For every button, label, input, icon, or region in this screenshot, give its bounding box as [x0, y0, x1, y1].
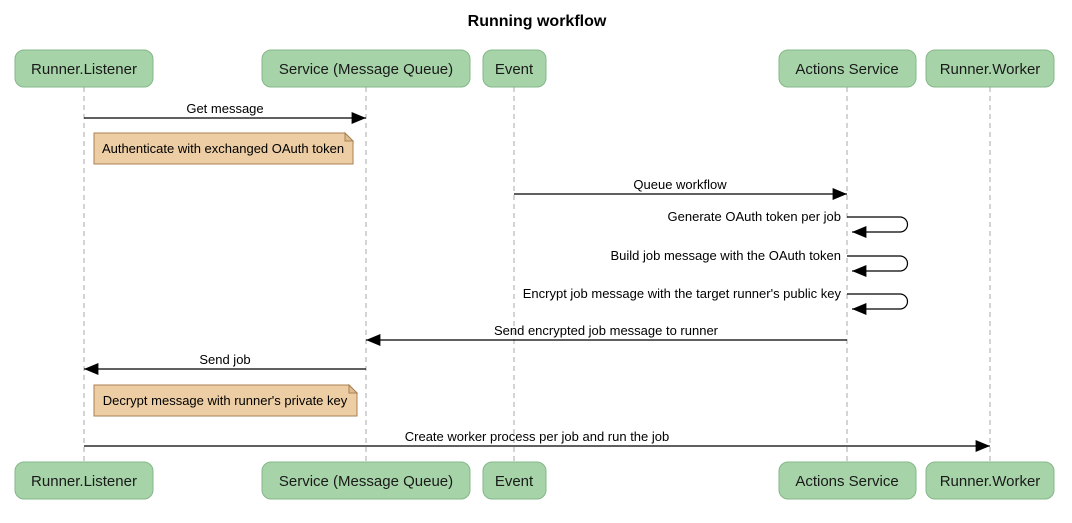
message-get-message: Get message — [84, 101, 366, 124]
note-box — [93, 384, 358, 417]
self-loop-arrow — [847, 216, 909, 238]
participant-label: Actions Service — [795, 473, 898, 490]
participant-top-runner-worker: Runner.Worker — [925, 49, 1055, 88]
participant-box — [482, 49, 547, 88]
participant-top-actions-service: Actions Service — [778, 49, 917, 88]
participant-top-runner-listener: Runner.Listener — [14, 49, 154, 88]
message-label: Send job — [199, 352, 250, 367]
message-send-encrypted-job: Send encrypted job message to runner — [366, 323, 847, 346]
message-label: Generate OAuth token per job — [668, 209, 841, 224]
message-label: Send encrypted job message to runner — [494, 323, 719, 338]
participant-box — [925, 49, 1055, 88]
message-label: Build job message with the OAuth token — [610, 248, 841, 263]
participant-box — [261, 461, 471, 500]
participant-label: Runner.Listener — [31, 473, 137, 490]
participant-bottom-runner-worker: Runner.Worker — [925, 461, 1055, 500]
participant-bottom-service-message-queue: Service (Message Queue) — [261, 461, 471, 500]
participant-label: Runner.Worker — [940, 61, 1041, 78]
self-message-build-job-message: Build job message with the OAuth token — [610, 248, 909, 277]
message-label: Encrypt job message with the target runn… — [523, 286, 842, 301]
participant-box — [925, 461, 1055, 500]
participant-box — [261, 49, 471, 88]
message-label: Create worker process per job and run th… — [405, 429, 669, 444]
participant-bottom-actions-service: Actions Service — [778, 461, 917, 500]
participant-box — [14, 49, 154, 88]
participant-box — [14, 461, 154, 500]
note-decrypt: Decrypt message with runner's private ke… — [93, 383, 359, 417]
self-loop-arrow — [847, 255, 909, 277]
message-queue-workflow: Queue workflow — [514, 177, 847, 200]
participant-label: Event — [495, 61, 534, 78]
note-fold-corner — [344, 131, 355, 142]
note-box — [93, 132, 354, 165]
participant-bottom-event: Event — [482, 461, 547, 500]
participant-top-service-message-queue: Service (Message Queue) — [261, 49, 471, 88]
participant-label: Service (Message Queue) — [279, 61, 453, 78]
message-create-worker: Create worker process per job and run th… — [84, 429, 990, 452]
participant-box — [778, 461, 917, 500]
self-message-encrypt-job-message: Encrypt job message with the target runn… — [523, 286, 909, 315]
participant-box — [482, 461, 547, 500]
note-label: Authenticate with exchanged OAuth token — [102, 141, 344, 156]
participant-label: Service (Message Queue) — [279, 473, 453, 490]
message-label: Queue workflow — [633, 177, 727, 192]
participant-top-event: Event — [482, 49, 547, 88]
participant-label: Actions Service — [795, 61, 898, 78]
note-fold-corner — [348, 383, 359, 394]
diagram-title: Running workflow — [468, 13, 607, 30]
participant-label: Runner.Listener — [31, 61, 137, 78]
participant-bottom-runner-listener: Runner.Listener — [14, 461, 154, 500]
participant-label: Event — [495, 473, 534, 490]
message-label: Get message — [186, 101, 263, 116]
self-message-generate-oauth-token: Generate OAuth token per job — [668, 209, 909, 238]
note-authenticate: Authenticate with exchanged OAuth token — [93, 131, 355, 165]
message-send-job: Send job — [84, 352, 366, 375]
self-loop-arrow — [847, 293, 909, 315]
note-label: Decrypt message with runner's private ke… — [103, 393, 348, 408]
participant-label: Runner.Worker — [940, 473, 1041, 490]
participant-box — [778, 49, 917, 88]
